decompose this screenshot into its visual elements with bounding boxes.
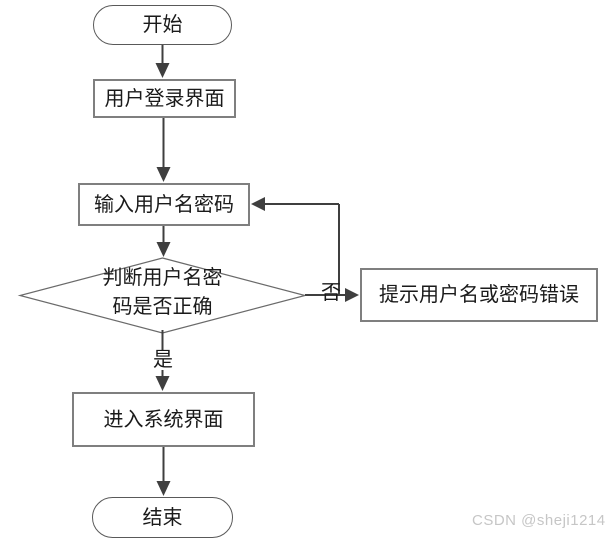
arrowhead-system-end [156,481,171,496]
enter-system-node: 进入系统界面 [72,392,255,447]
decision-text-line1: 判断用户名密 [102,267,223,289]
login-screen-node: 用户登录界面 [93,79,236,118]
arrowhead-loopback [251,197,265,211]
error-prompt-node: 提示用户名或密码错误 [360,268,598,322]
no-branch-label: 否 [321,282,341,304]
decision-text-line2: 码是否正确 [112,296,213,318]
arrowhead-yes-branch [155,376,170,391]
arrowhead-start-login [155,63,170,78]
decision-node: 判断用户名密 码是否正确 [52,264,273,322]
arrowhead-login-input [156,167,171,182]
arrowhead-input-decision [156,242,171,257]
start-node: 开始 [93,5,232,45]
end-node: 结束 [92,497,233,538]
arrowhead-no-branch [345,288,359,302]
watermark: CSDN @sheji1214 [472,512,606,529]
input-credentials-node: 输入用户名密码 [78,183,250,226]
yes-branch-label: 是 [152,349,174,371]
